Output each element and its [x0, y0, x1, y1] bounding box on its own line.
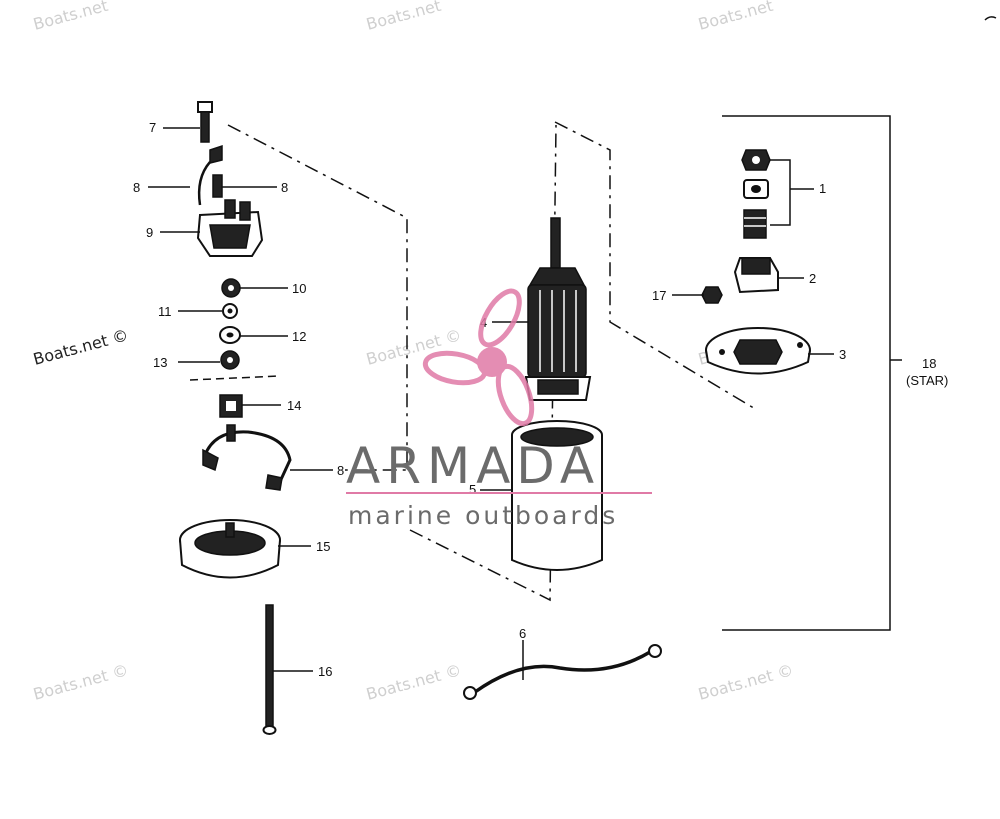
- small-nut-part: [701, 286, 723, 304]
- brush-holder-part: [196, 199, 264, 257]
- assembly-line-left: [227, 124, 408, 471]
- watermark: Boats.net ©: [364, 325, 463, 369]
- cable-part: [463, 644, 662, 700]
- bolt-part: [197, 101, 213, 143]
- end-cap-part: [179, 519, 281, 579]
- watermark: Boats.net ©: [31, 660, 130, 704]
- callout-5: 5: [469, 482, 476, 497]
- nut-part: [219, 394, 243, 418]
- watermark: Boats.net: [31, 0, 110, 34]
- callout-3: 3: [839, 347, 846, 362]
- callout-16: 16: [318, 664, 332, 679]
- watermark: Boats.net ©: [364, 660, 463, 704]
- wire-part-lower: [202, 424, 292, 491]
- watermark-layer: Boats.net Boats.net Boats.net Boats.net …: [31, 0, 795, 704]
- callout-labels: 7 8 8 9 10 11 12 13 14 8 15 16 4 5 6 1 2…: [133, 120, 948, 679]
- watermark: Boats.net ©: [696, 660, 795, 704]
- callout-12: 12: [292, 329, 306, 344]
- washer-stack: [189, 278, 281, 381]
- callout-6: 6: [519, 626, 526, 641]
- brand-propeller-logo: [422, 288, 535, 427]
- callout-8: 8: [337, 463, 344, 478]
- corner-mark: [984, 16, 997, 21]
- callout-18-note: (STAR): [906, 373, 948, 388]
- callout-11: 11: [158, 304, 172, 319]
- star-assembly-bracket: [722, 115, 891, 631]
- callout-9: 9: [146, 225, 153, 240]
- watermark: Boats.net: [364, 0, 443, 34]
- through-bolt-part: [262, 604, 277, 735]
- watermark: Boats.net: [696, 0, 775, 34]
- pinion-drive-part: [733, 257, 779, 294]
- callout-15: 15: [316, 539, 330, 554]
- callout-8: 8: [281, 180, 288, 195]
- callout-14: 14: [287, 398, 301, 413]
- callout-8: 8: [133, 180, 140, 195]
- leader-lines: [148, 127, 902, 680]
- brand-overlay: ARMADA marine outboards: [346, 288, 652, 530]
- callout-17: 17: [652, 288, 666, 303]
- brand-name: ARMADA: [346, 437, 600, 495]
- callout-2: 2: [809, 271, 816, 286]
- brand-tagline: marine outboards: [348, 501, 618, 530]
- callout-18: 18: [922, 356, 936, 371]
- armature-part: [524, 217, 592, 401]
- field-frame-part: [511, 420, 603, 571]
- head-plate-part: [705, 327, 811, 375]
- drive-nut-parts: [741, 149, 771, 239]
- wire-part-top: [197, 144, 223, 206]
- callout-7: 7: [149, 120, 156, 135]
- callout-1: 1: [819, 181, 826, 196]
- callout-13: 13: [153, 355, 167, 370]
- callout-10: 10: [292, 281, 306, 296]
- assembly-line-right: [554, 121, 758, 411]
- watermark: Boats.net ©: [31, 325, 130, 369]
